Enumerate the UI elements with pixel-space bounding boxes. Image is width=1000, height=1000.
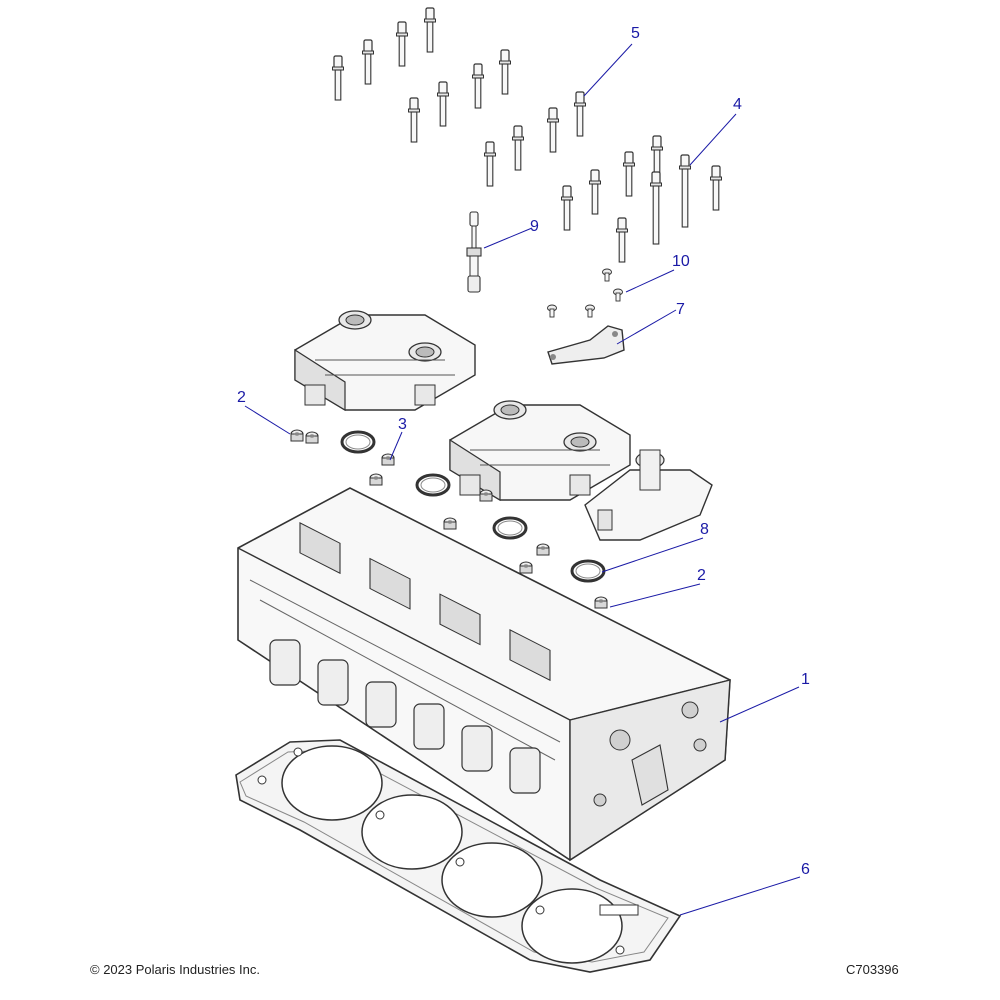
cam-carrier-front [294,310,476,411]
callout-8: 8 [700,521,709,538]
callout-7: 7 [676,301,685,318]
callout-1: 1 [801,671,810,688]
callout-2: 2 [237,389,246,406]
cylinder-head-part-1 [237,487,731,862]
callout-leader-lines [244,43,801,916]
head-gasket-part-6 [235,739,682,973]
callout-6: 6 [801,861,810,878]
stud-part-9 [466,211,482,293]
callout-10: 10 [672,253,690,270]
cam-carrier-rear [449,400,631,501]
callout-9: 9 [530,218,539,235]
callout-4: 4 [733,96,742,113]
callout-5: 5 [631,25,640,42]
retainer-plate-part-7 [547,325,625,365]
screws-part-10 [547,268,623,318]
callout-2b: 2 [697,567,706,584]
head-bolts [331,7,723,263]
copyright-text: © 2023 Polaris Industries Inc. [90,962,260,977]
callout-3: 3 [398,416,407,433]
drawing-code: C703396 [846,962,899,977]
cam-cap-small [584,449,713,541]
